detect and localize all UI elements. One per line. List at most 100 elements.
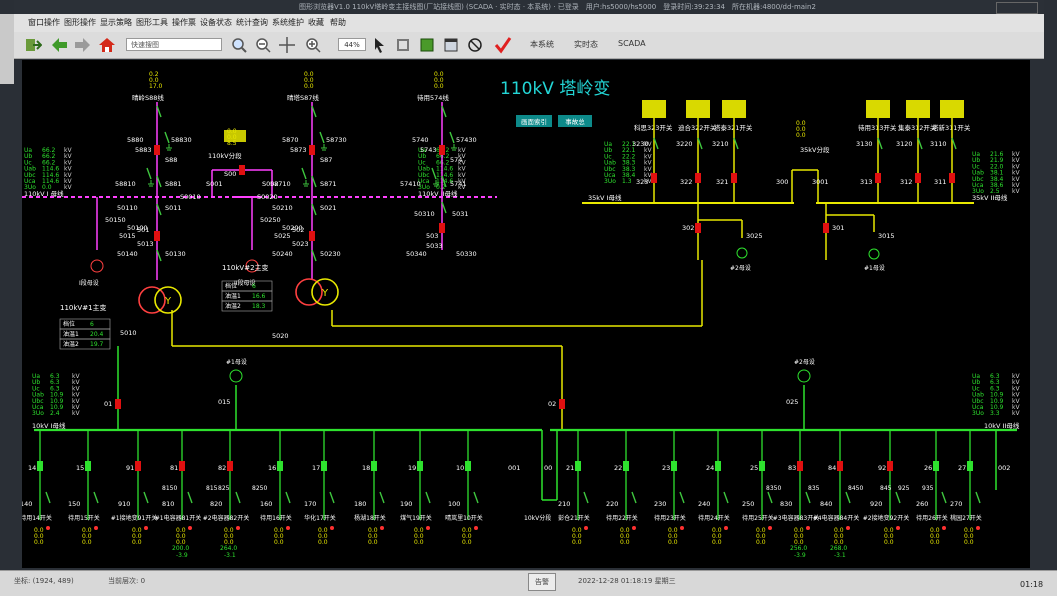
transformer-winding <box>154 286 182 314</box>
menu-tools[interactable]: 图形工具 <box>136 18 168 27</box>
feeder10-measure: 0.0 <box>620 533 630 540</box>
alarm-button[interactable]: 告警 <box>528 573 556 591</box>
back-arrow-icon[interactable] <box>50 36 68 54</box>
zoom-level[interactable]: 44% <box>338 38 366 51</box>
feeder10-number: 18 <box>362 464 370 472</box>
line-disconnector <box>441 105 447 118</box>
forward-arrow-icon[interactable] <box>74 36 92 54</box>
bus-measure-unit: kV <box>1012 176 1020 183</box>
feeder10-measure: 0.0 <box>756 533 766 540</box>
feeder10-number: 82 <box>218 464 226 472</box>
feeder10-disconnector <box>379 491 385 504</box>
capacitor-value: 268.0 <box>830 545 847 552</box>
switch-label: 835 <box>808 485 820 492</box>
feeder10-breaker <box>967 461 973 471</box>
feeder35-value-box <box>642 100 666 118</box>
window-icon[interactable] <box>442 36 460 54</box>
feeder10-breaker <box>135 461 141 471</box>
bus-measure-unit: kV <box>1012 410 1020 417</box>
bus-measure-unit: kV <box>72 404 80 411</box>
feeder10-measure: 0.0 <box>756 527 766 534</box>
left-dock-strip[interactable] <box>0 14 14 84</box>
switch-label: 3220 <box>676 140 693 148</box>
alarm-dot <box>584 526 588 530</box>
feeder10-number2: 190 <box>400 500 412 508</box>
menu-statistics[interactable]: 统计查询 <box>236 18 268 27</box>
feeder10-measure: 0.0 <box>884 533 894 540</box>
home-icon[interactable] <box>98 36 116 54</box>
accident-button[interactable] <box>558 115 592 127</box>
section-measure: 0.0 <box>227 134 237 141</box>
section-measure: 0.0 <box>227 128 237 135</box>
bus-measure-value: 66.2 <box>436 153 450 160</box>
pan-icon[interactable] <box>278 36 296 54</box>
menu-display[interactable]: 显示策略 <box>100 18 132 27</box>
feeder10-breaker <box>797 461 803 471</box>
menu-maintenance[interactable]: 系统维护 <box>272 18 304 27</box>
feeder10-name: 彭仓21开关 <box>558 514 590 522</box>
alarm-dot <box>806 526 810 530</box>
search-input[interactable]: 快速搜图 <box>126 38 222 51</box>
bus-measure-label: Ua <box>24 147 32 154</box>
bus-measure-unit: kV <box>1012 404 1020 411</box>
feeder10-measure: 0.0 <box>964 527 974 534</box>
exit-icon[interactable] <box>24 36 42 54</box>
pt-symbol <box>736 247 748 259</box>
feeder10-number: 91 <box>126 464 134 472</box>
bus-measure-unit: kV <box>1012 170 1020 177</box>
menu-favorites[interactable]: 收藏 <box>308 18 324 27</box>
section35-measure: 0.0 <box>796 126 806 133</box>
confirm-check-icon[interactable] <box>494 36 512 54</box>
switch-label: 50140 <box>117 250 138 258</box>
feeder10-disconnector <box>235 491 241 504</box>
transformer-winding <box>295 278 323 306</box>
state-dropdown[interactable]: 实时态 <box>574 40 598 49</box>
line-measure: 0.0 <box>434 77 444 84</box>
feeder10-number2: 810 <box>162 500 174 508</box>
transformer-1-row-value: 6 <box>90 321 94 328</box>
switch-label: 5741 <box>450 180 467 188</box>
layer-icon[interactable] <box>394 36 412 54</box>
incomer-breaker <box>115 399 121 409</box>
alarm-dot <box>286 526 290 530</box>
green-square-icon[interactable] <box>418 36 436 54</box>
index-button[interactable] <box>516 115 552 127</box>
window-controls[interactable] <box>996 2 1038 14</box>
menu-help[interactable]: 帮助 <box>330 18 346 27</box>
feeder10-measure: 0.0 <box>462 527 472 534</box>
menu-window[interactable]: 窗口操作 <box>28 18 60 27</box>
bus-measure-value: 2.4 <box>50 410 60 417</box>
feeder10-measure: 0.0 <box>884 539 894 546</box>
menu-ticket[interactable]: 操作票 <box>172 18 196 27</box>
feeder10-measure: 0.0 <box>34 539 44 546</box>
bus-measure-label: Ua <box>972 151 980 158</box>
feeder10-breaker <box>623 461 629 471</box>
switch-label: 815 <box>206 485 218 492</box>
feeder10-number: 22 <box>614 464 622 472</box>
bus-measure-value: 114.6 <box>436 172 453 179</box>
bus-measure-label: Uca <box>604 172 616 179</box>
menu-device-state[interactable]: 设备状态 <box>200 18 232 27</box>
forbid-icon[interactable] <box>466 36 484 54</box>
switch-label: 50340 <box>406 250 427 258</box>
zoom-in-icon[interactable] <box>304 36 322 54</box>
zoom-out-icon[interactable] <box>254 36 272 54</box>
select-pointer-icon[interactable] <box>370 36 388 54</box>
feeder10-measure: 0.0 <box>712 527 722 534</box>
bus-measure-value: 3.3 <box>990 410 1000 417</box>
feeder10-measure: 0.0 <box>414 539 424 546</box>
zoom-fit-icon[interactable] <box>230 36 248 54</box>
bay-disconnector <box>441 201 447 214</box>
system-dropdown[interactable]: 本系统 <box>530 40 554 49</box>
feeder10-measure: 0.0 <box>176 539 186 546</box>
bus-measure-label: Uca <box>972 404 984 411</box>
feeder10-disconnector <box>329 491 335 504</box>
bus-measure-unit: kV <box>1012 188 1020 195</box>
app-dropdown[interactable]: SCADA <box>618 39 646 48</box>
bus-measure-value: 22.1 <box>622 147 636 154</box>
alarm-dot <box>680 526 684 530</box>
menu-graphics[interactable]: 图形操作 <box>64 18 96 27</box>
bus-measure-unit: kV <box>458 153 466 160</box>
alarm-dot <box>474 526 478 530</box>
bus-measure-label: Uca <box>418 178 430 185</box>
